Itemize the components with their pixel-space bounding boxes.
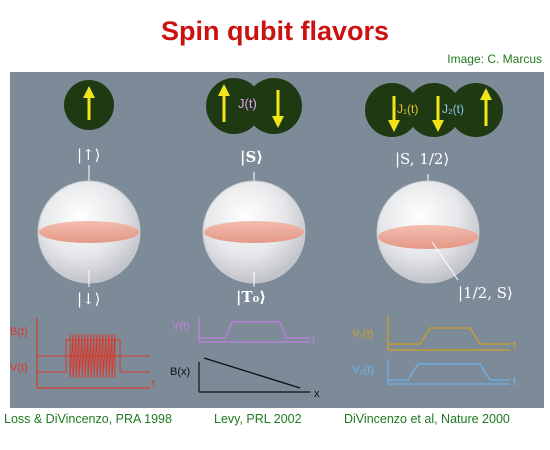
v-trace — [199, 321, 310, 339]
exchange-label-j: J(t) — [238, 96, 257, 111]
image-credit: Image: C. Marcus — [447, 52, 542, 66]
plot-label-b-t: B(t) — [10, 326, 28, 338]
plot-label-t: t — [312, 334, 316, 346]
plot-1 — [36, 318, 150, 389]
page-title: Spin qubit flavors — [160, 16, 389, 46]
quantum-dot-right — [246, 78, 302, 134]
plot-label-t: t — [513, 340, 517, 352]
exchange-label-j2: J₂(t) — [442, 102, 464, 116]
v-trace — [37, 339, 150, 373]
v1-trace — [388, 327, 510, 345]
bloch-sphere-icon — [202, 180, 306, 284]
ket-s-half: |S, 1/2⟩ — [395, 150, 450, 168]
plot-label-v-t: V(t) — [10, 362, 28, 374]
ket-half-s: |1/2, S⟩ — [458, 284, 513, 302]
plot-label-x: x — [314, 388, 320, 400]
column-1 — [37, 80, 141, 287]
ket-spin-up: |↑⟩ — [77, 146, 101, 164]
plot-label-t: t — [152, 378, 156, 390]
ket-triplet-zero: |T₀⟩ — [236, 288, 267, 306]
plot-label-v1-t: V₁(t) — [352, 328, 374, 340]
column-2 — [202, 78, 306, 287]
rotated-axis-line — [431, 241, 459, 281]
citation-loss-divincenzo: Loss & DiVincenzo, PRA 1998 — [4, 412, 172, 426]
exchange-label-j1: J₁(t) — [397, 102, 419, 116]
quantum-dot-middle — [407, 83, 461, 137]
quantum-dot-left — [365, 83, 419, 137]
ket-spin-down: |↓⟩ — [77, 290, 101, 308]
diagram-panel: J(t) J₁(t) J₂(t) |↑⟩ |↓⟩ |S⟩ |T₀⟩ |S, 1/… — [10, 72, 544, 408]
v2-trace — [388, 363, 510, 381]
ket-singlet: |S⟩ — [240, 148, 264, 166]
citation-levy: Levy, PRL 2002 — [214, 412, 302, 426]
citation-divincenzo-nature: DiVincenzo et al, Nature 2000 — [344, 412, 510, 426]
plot-label-v2-t: V₂(t) — [352, 364, 374, 376]
plot-label-b-x: B(x) — [170, 366, 191, 378]
diagram-canvas — [36, 78, 510, 393]
bloch-sphere-icon — [376, 180, 480, 284]
plot-3 — [387, 316, 510, 385]
b-trace-oscillation — [69, 333, 116, 379]
bloch-sphere-icon — [37, 180, 141, 284]
plot-2 — [198, 316, 310, 393]
bx-trace — [203, 357, 301, 389]
plot-label-t: t — [513, 376, 517, 388]
column-3 — [365, 83, 503, 284]
plot-label-v-t: V(t) — [172, 320, 190, 332]
